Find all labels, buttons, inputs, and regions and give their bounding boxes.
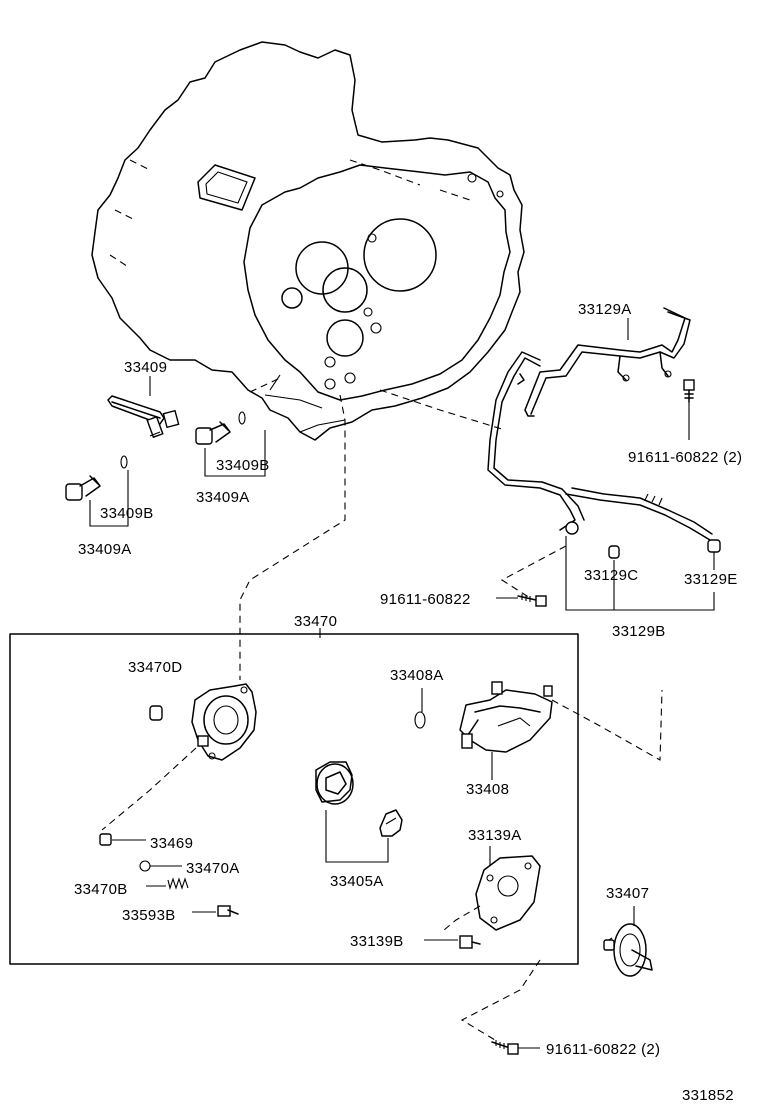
gasket-33409B-lower xyxy=(120,455,128,469)
gasket-33409B-upper xyxy=(238,411,246,425)
pump-cover-33139A xyxy=(475,855,541,931)
label-91611-60822-top: 91611-60822 (2) xyxy=(628,449,742,466)
grommet-33129E xyxy=(707,539,721,553)
label-33470D: 33470D xyxy=(128,659,182,676)
diagram-id: 331852 xyxy=(682,1087,734,1104)
ball-33470A xyxy=(139,860,151,872)
label-33409B-lower: 33409B xyxy=(100,505,154,522)
label-33409A-upper: 33409A xyxy=(196,489,250,506)
bolt-33139B xyxy=(459,935,481,949)
label-33139A: 33139A xyxy=(468,827,522,844)
label-33470A: 33470A xyxy=(186,860,240,877)
bolt-91611-60822-top xyxy=(683,379,695,403)
inner-rotor-33405A xyxy=(379,809,403,837)
label-33408: 33408 xyxy=(466,781,509,798)
label-33129E: 33129E xyxy=(684,571,738,588)
seal-33470D xyxy=(149,705,163,721)
pin-33593B xyxy=(217,905,239,917)
union-fitting-33409A-lower xyxy=(65,475,101,501)
oil-cooler-tube-33409 xyxy=(107,395,180,439)
label-33129B: 33129B xyxy=(612,623,666,640)
label-33139B: 33139B xyxy=(350,933,404,950)
transmission-case-drawing xyxy=(91,41,525,441)
label-91611-60822-bottom: 91611-60822 (2) xyxy=(546,1041,660,1058)
label-33129A: 33129A xyxy=(578,301,632,318)
clamp-33129C xyxy=(608,545,620,559)
label-33470B: 33470B xyxy=(74,881,128,898)
union-fitting-33409A-upper xyxy=(195,421,231,445)
label-33593B: 33593B xyxy=(122,907,176,924)
label-33409A-lower: 33409A xyxy=(78,541,132,558)
label-33407: 33407 xyxy=(606,885,649,902)
drive-gear-33407 xyxy=(603,923,653,977)
plug-33469 xyxy=(99,833,112,846)
label-91611-60822-mid: 91611-60822 xyxy=(380,591,471,608)
label-33409: 33409 xyxy=(124,359,167,376)
o-ring-33408A xyxy=(414,711,426,729)
bolt-91611-60822-bottom xyxy=(491,1040,519,1055)
oil-cooler-tube-33129B xyxy=(487,351,713,541)
label-33409B-upper: 33409B xyxy=(216,457,270,474)
label-33129C: 33129C xyxy=(584,567,638,584)
label-33469: 33469 xyxy=(150,835,193,852)
oil-pump-rotor-33405A xyxy=(315,761,354,805)
label-33470: 33470 xyxy=(294,613,337,630)
bolt-91611-60822-mid xyxy=(517,594,547,607)
label-33405A: 33405A xyxy=(330,873,384,890)
spring-33470B xyxy=(167,877,189,890)
oil-cooler-tube-33129A xyxy=(524,307,691,417)
oil-strainer-33408 xyxy=(459,681,553,753)
pump-body-33469-housing xyxy=(191,683,257,761)
oil-pump-assembly-frame xyxy=(9,633,579,965)
label-33408A: 33408A xyxy=(390,667,444,684)
